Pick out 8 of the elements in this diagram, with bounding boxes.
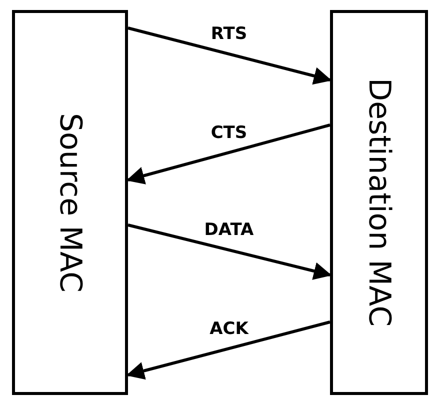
arrow <box>126 124 330 184</box>
entity-box <box>12 10 128 395</box>
entity-name: Source MAC <box>52 112 88 292</box>
arrow <box>128 224 332 280</box>
entity-name: Destination MAC <box>360 78 398 327</box>
arrow <box>128 26 332 85</box>
entity-box <box>330 10 428 395</box>
arrow <box>126 320 330 380</box>
